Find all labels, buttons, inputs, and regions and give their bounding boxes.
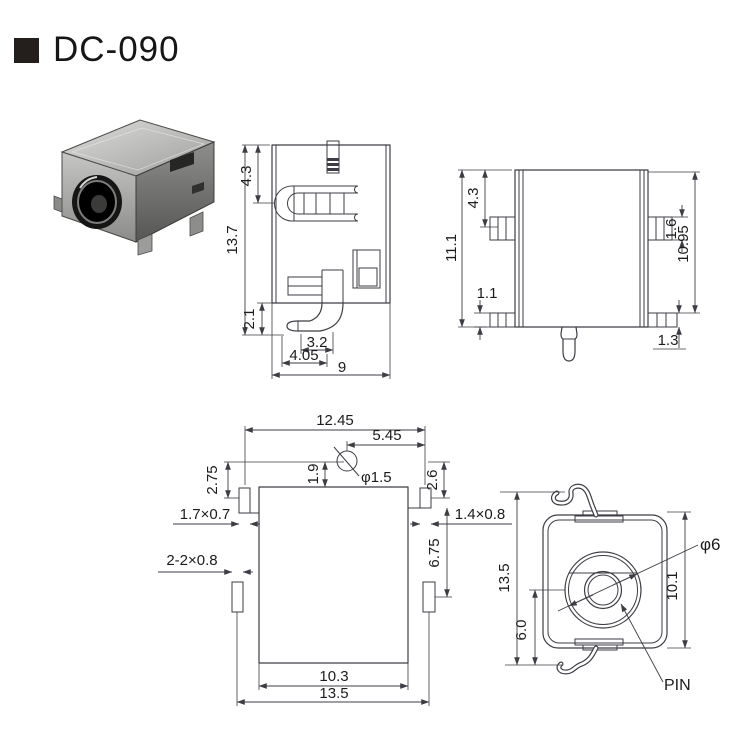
dim-label: 5.45 — [372, 427, 401, 444]
dim-label: 13.5 — [496, 563, 513, 592]
side-tab — [647, 216, 673, 241]
dim-label: 6.75 — [426, 538, 443, 567]
dim-label: 13.7 — [224, 225, 241, 254]
solder-foot — [286, 302, 344, 332]
side-tab — [489, 312, 516, 328]
body-outline — [514, 169, 649, 328]
dim-label: 1.9 — [305, 464, 322, 485]
side-view-dimensions: 13.7 4.3 2.1 3.2 4.05 9 — [224, 144, 391, 379]
center-pin — [560, 326, 578, 362]
dim-label: 1.4×0.8 — [455, 506, 505, 523]
body-outline — [542, 514, 668, 649]
page-title: DC-090 — [53, 30, 180, 69]
pin-outline — [583, 570, 623, 610]
dim-label: 11.1 — [443, 234, 460, 262]
dim-label: 2-2×0.8 — [166, 552, 217, 569]
mount-leg — [137, 233, 153, 256]
rear-contact — [352, 249, 381, 289]
front-view-geometry — [542, 483, 668, 675]
dim-label: 10.3 — [319, 668, 348, 685]
dim-label: 4.05 — [289, 347, 318, 364]
barrel-opening — [72, 175, 122, 229]
side-view-geometry — [271, 140, 391, 332]
front-view-dimensions: 13.5 6.0 10.1 φ6 PIN — [496, 491, 720, 694]
dim-label: 1.6 — [663, 219, 680, 240]
body-outline — [258, 486, 409, 664]
side-tab — [647, 312, 678, 328]
rear-view-dimensions: 11.1 4.3 1.1 1.6 10.95 — [443, 169, 700, 350]
side-view-drawing: 13.7 4.3 2.1 3.2 4.05 9 — [224, 140, 391, 379]
dim-label: 9 — [338, 359, 346, 376]
solder-tab — [422, 581, 436, 613]
front-view-drawing: 13.5 6.0 10.1 φ6 PIN — [496, 483, 720, 694]
solder-tab — [231, 581, 244, 613]
dim-label: 1.3 — [658, 332, 679, 349]
dim-label: 1.1 — [477, 285, 498, 302]
dim-label: 6.0 — [513, 620, 530, 641]
dim-label: φ1.5 — [361, 469, 392, 486]
top-terminal — [326, 140, 340, 174]
dim-label: 1.7×0.7 — [180, 506, 230, 523]
section-marker-icon — [14, 37, 39, 63]
solder-tab — [238, 487, 251, 514]
spring-clip — [556, 645, 599, 675]
dim-label: 10.95 — [675, 225, 692, 263]
bottom-view-geometry — [231, 446, 436, 664]
pin-label: PIN — [664, 677, 691, 694]
side-slot — [170, 152, 194, 172]
rear-view-geometry — [489, 169, 678, 362]
bottom-view-dimensions: 12.45 5.45 2.75 1.9 φ1.5 2.6 1.7×0.7 — [158, 412, 512, 706]
dim-label: 10.1 — [664, 571, 681, 600]
product-photo — [53, 119, 216, 256]
dim-label: 4.3 — [465, 188, 482, 209]
side-tab — [489, 216, 516, 241]
bottom-view-drawing: 12.45 5.45 2.75 1.9 φ1.5 2.6 1.7×0.7 — [158, 412, 512, 706]
connector-body-illustration — [53, 119, 216, 256]
dim-label: 12.45 — [316, 412, 354, 429]
dim-label: 3.2 — [307, 334, 328, 351]
dim-label: 13.5 — [319, 685, 348, 702]
fork-contact — [274, 185, 359, 222]
dim-label: 2.75 — [204, 465, 221, 494]
dim-label: φ6 — [700, 535, 720, 554]
dim-label: 2.1 — [241, 309, 258, 330]
rear-view-drawing: 11.1 4.3 1.1 1.6 10.95 — [443, 169, 700, 362]
header: DC-090 — [14, 30, 180, 70]
body-outline — [271, 144, 391, 304]
mount-leg — [189, 211, 204, 237]
dim-label: 4.3 — [238, 166, 255, 187]
dim-label: 2.6 — [424, 470, 441, 491]
